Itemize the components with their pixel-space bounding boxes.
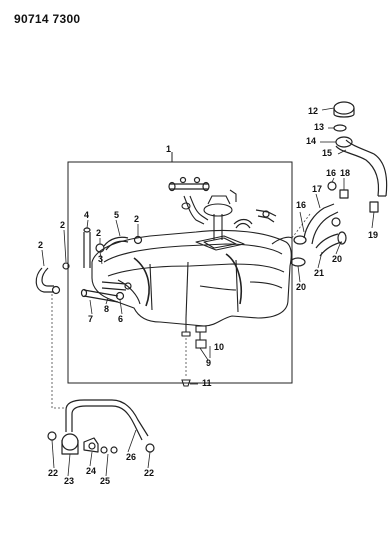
callout-5: 5 — [114, 210, 119, 220]
callout-20: 20 — [296, 282, 306, 292]
callout-13: 13 — [314, 122, 324, 132]
callout-14: 14 — [306, 136, 316, 146]
fuel-sender-unit — [181, 189, 237, 240]
callout-12: 12 — [308, 106, 318, 116]
fuel-tank — [91, 229, 293, 337]
callout-19: 19 — [368, 230, 378, 240]
left-hoses-and-clamps — [35, 227, 143, 303]
callout-6: 6 — [118, 314, 123, 324]
callout-1: 1 — [166, 144, 171, 154]
callout-16: 16 — [326, 168, 336, 178]
callout-9: 9 — [206, 358, 211, 368]
callout-2: 2 — [134, 214, 139, 224]
callout-22: 22 — [144, 468, 154, 478]
callout-2: 2 — [96, 228, 101, 238]
vent-hose-top — [168, 176, 210, 192]
callout-16: 16 — [296, 200, 306, 210]
callout-22: 22 — [48, 468, 58, 478]
drain-parts — [181, 325, 207, 387]
callout-2: 2 — [38, 240, 43, 250]
callout-10: 10 — [214, 342, 224, 352]
vent-hose-middle — [233, 209, 277, 229]
callout-3: 3 — [98, 254, 103, 264]
callout-18: 18 — [340, 168, 350, 178]
callout-leaders — [41, 107, 375, 477]
callout-23: 23 — [64, 476, 74, 486]
callout-labels: 1 2 2 2 2 3 4 5 6 7 8 9 10 11 12 13 14 1… — [38, 106, 378, 486]
callout-20: 20 — [332, 254, 342, 264]
callout-15: 15 — [322, 148, 332, 158]
callout-4: 4 — [84, 210, 89, 220]
tank-assembly-frame — [67, 152, 293, 384]
callout-21: 21 — [314, 268, 324, 278]
callout-25: 25 — [100, 476, 110, 486]
leader-lines — [51, 213, 311, 409]
callout-17: 17 — [312, 184, 322, 194]
document-number: 90714 7300 — [14, 12, 81, 26]
callout-8: 8 — [104, 304, 109, 314]
filler-neck-assembly — [333, 101, 388, 197]
callout-11: 11 — [202, 378, 212, 388]
callout-2: 2 — [60, 220, 65, 230]
callout-24: 24 — [86, 466, 96, 476]
callout-7: 7 — [88, 314, 93, 324]
callout-26: 26 — [126, 452, 136, 462]
